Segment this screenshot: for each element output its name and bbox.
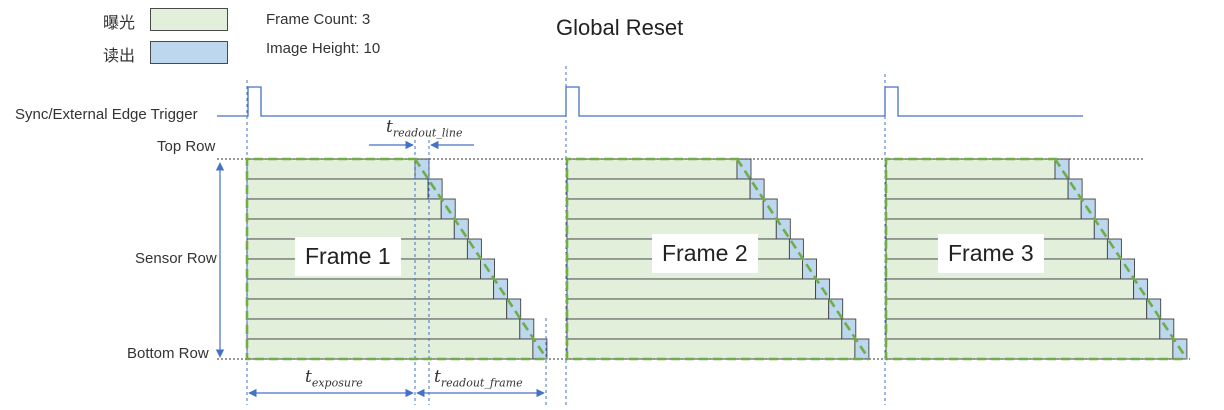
exposure-row-cell <box>566 338 856 360</box>
exposure-row-cell <box>566 158 738 180</box>
frame-1-label: Frame 1 <box>295 237 401 276</box>
frame-3-exposure-outline <box>884 157 1187 361</box>
frame-3-label: Frame 3 <box>938 234 1044 273</box>
exposure-row-cell <box>566 198 764 220</box>
readout-line-subscript: readout_line <box>392 126 463 140</box>
t-readout-frame-label: treadout_frame <box>434 367 523 389</box>
t-exposure-label: texposure <box>305 367 363 389</box>
bottom-row-label: Bottom Row <box>127 345 209 362</box>
exposure-row-cell <box>566 178 751 200</box>
frame-1-readout-diagonal <box>413 158 548 360</box>
legend-readout-label: 读出 <box>103 48 136 65</box>
exposure-row-cell <box>246 198 442 220</box>
t-symbol: t <box>434 367 441 387</box>
frame-3-readout-diagonal <box>1053 158 1188 360</box>
exposure-row-cell <box>885 318 1161 340</box>
trigger-waveform <box>217 86 1083 117</box>
exposure-row-cell <box>566 318 843 340</box>
sensor-row-label: Sensor Row <box>135 250 217 267</box>
exposure-row-cell <box>246 218 455 240</box>
exposure-row-cell <box>885 158 1056 180</box>
t-symbol: t <box>386 117 393 137</box>
exposure-row-cell <box>246 298 508 320</box>
exposure-row-cell <box>246 178 429 200</box>
frame-2-readout-diagonal <box>735 158 870 360</box>
exposure-row-cell <box>885 298 1148 320</box>
exposure-row-cell <box>566 298 830 320</box>
legend-exposure-swatch <box>150 8 228 31</box>
top-row-label: Top Row <box>157 138 216 155</box>
readout-frame-subscript: readout_frame <box>440 376 523 390</box>
exposure-row-cell <box>246 278 495 300</box>
diagram-title: Global Reset <box>556 15 684 40</box>
exposure-row-cell <box>246 158 416 180</box>
image-height-text: Image Height: 10 <box>266 40 381 57</box>
exposure-row-cell <box>246 338 534 360</box>
exposure-row-cell <box>885 338 1174 360</box>
exposure-row-cell <box>885 278 1135 300</box>
t-readout-line-label: treadout_line <box>386 117 462 139</box>
frame-2-block <box>566 158 870 360</box>
exposure-row-cell <box>566 278 817 300</box>
exposure-row-cell <box>885 198 1082 220</box>
frame-count-text: Frame Count: 3 <box>266 11 371 28</box>
frame-2-exposure-outline <box>565 157 869 361</box>
exposure-row-cell <box>885 178 1069 200</box>
trigger-label: Sync/External Edge Trigger <box>15 106 198 123</box>
exposure-row-cell <box>246 318 521 340</box>
frame-2-label: Frame 2 <box>652 234 758 273</box>
legend-exposure-label: 曝光 <box>103 15 136 32</box>
frame-1-exposure-outline <box>245 157 547 361</box>
legend-readout-swatch <box>150 41 228 64</box>
t-symbol: t <box>305 367 312 387</box>
exposure-subscript: exposure <box>311 376 363 390</box>
